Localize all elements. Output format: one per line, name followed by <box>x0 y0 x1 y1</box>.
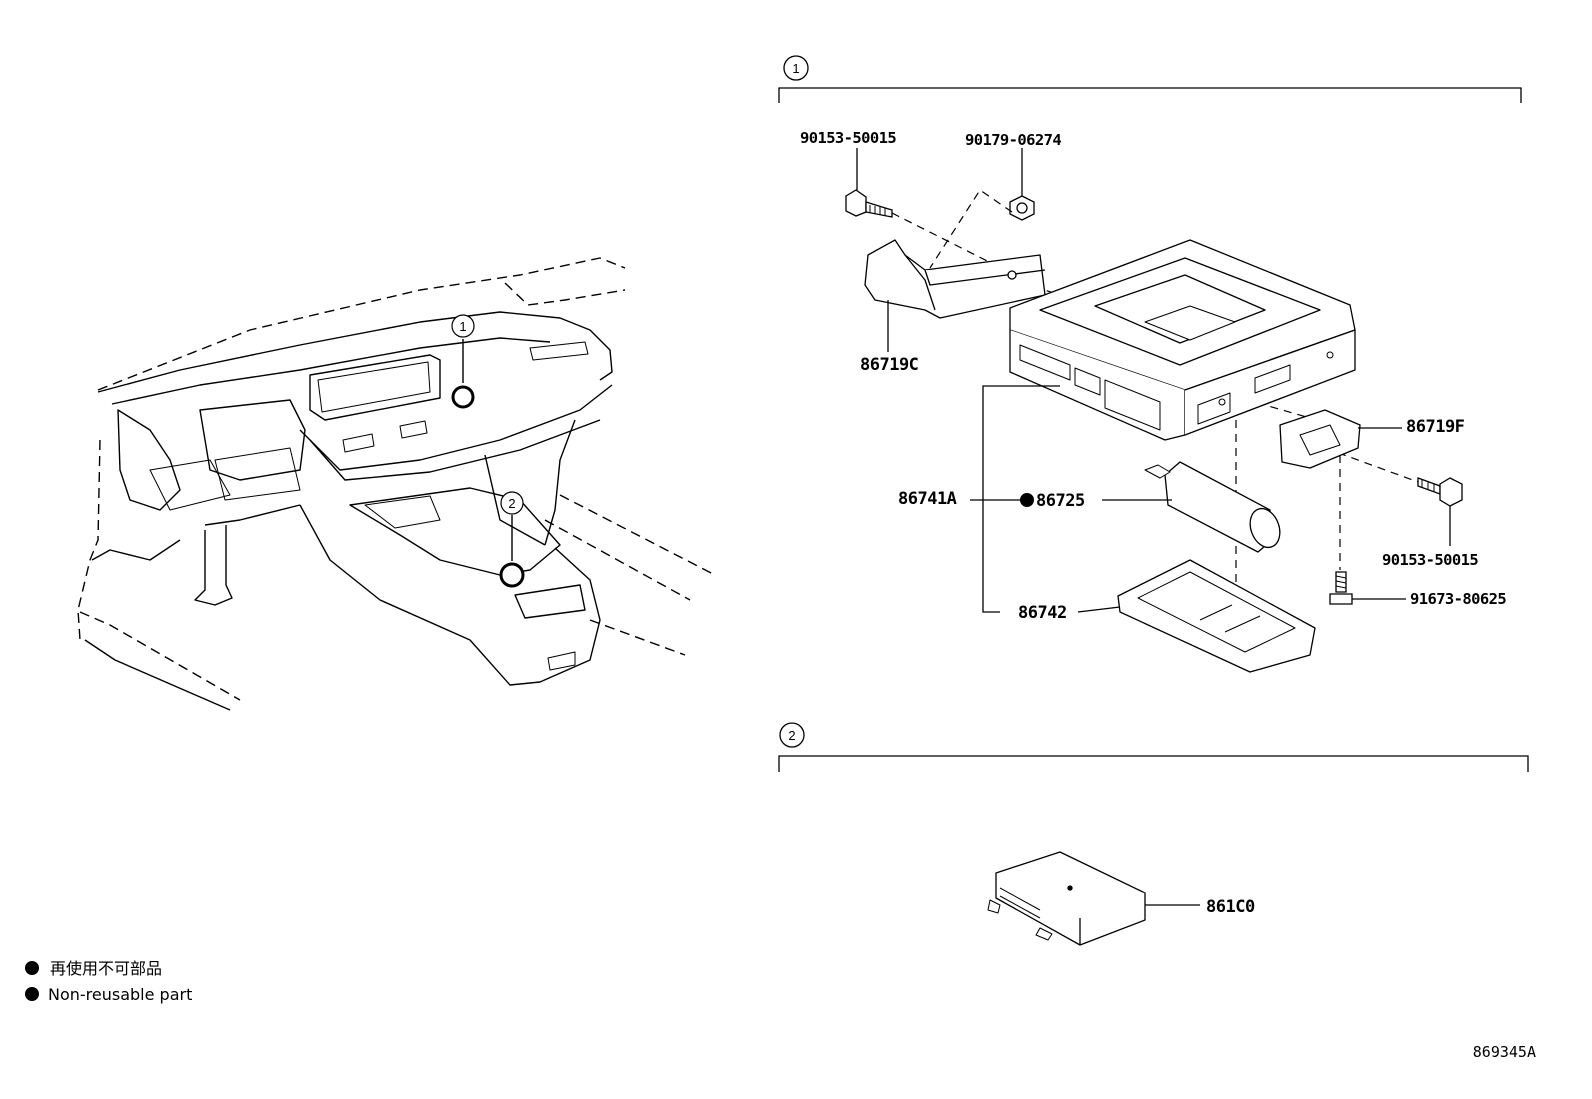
legend-text-en: Non-reusable part <box>48 985 192 1004</box>
callout-2-left <box>499 491 525 588</box>
group2-bracket-frame <box>778 722 1529 772</box>
callout-2-label-right: 2 <box>788 728 795 743</box>
legend-bullet-jp <box>25 961 39 975</box>
nut-90179-06274 <box>1009 148 1035 221</box>
label-86725: 86725 <box>1036 491 1085 511</box>
dashboard-illustration <box>77 257 716 711</box>
cover-86742 <box>1077 559 1316 673</box>
module-86741A <box>1009 239 1356 441</box>
module-861C0 <box>987 851 1200 946</box>
callout-2-label-left: 2 <box>508 496 515 511</box>
battery-86725 <box>1102 461 1281 553</box>
callout-1-label-right: 1 <box>792 61 799 76</box>
label-90153-50015-right: 90153-50015 <box>1382 551 1478 569</box>
bracket-86719C <box>864 239 1046 352</box>
diagram-code: 869345A <box>1473 1043 1536 1061</box>
label-91673-80625: 91673-80625 <box>1410 590 1506 608</box>
assembly-leader <box>970 385 1060 613</box>
group1-bracket-frame <box>778 55 1522 103</box>
legend-bullet-en <box>25 987 39 1001</box>
label-86742: 86742 <box>1018 603 1067 623</box>
label-90179-06274: 90179-06274 <box>965 131 1061 149</box>
label-861C0: 861C0 <box>1206 897 1255 917</box>
bolt-90153-50015-top <box>845 148 893 218</box>
label-86719C: 86719C <box>860 355 918 375</box>
callout-1-left <box>451 314 475 409</box>
bracket-86719F <box>1279 409 1402 469</box>
callout-1-label-left: 1 <box>459 319 466 334</box>
screw-91673-80625 <box>1329 571 1406 605</box>
label-86741A: 86741A <box>898 489 957 509</box>
legend-text-jp: 再使用不可部品 <box>50 959 162 978</box>
label-90153-50015-top: 90153-50015 <box>800 129 896 147</box>
non-reusable-mark <box>1020 493 1034 507</box>
label-86719F: 86719F <box>1406 417 1465 437</box>
bolt-90153-50015-right <box>1417 477 1463 546</box>
